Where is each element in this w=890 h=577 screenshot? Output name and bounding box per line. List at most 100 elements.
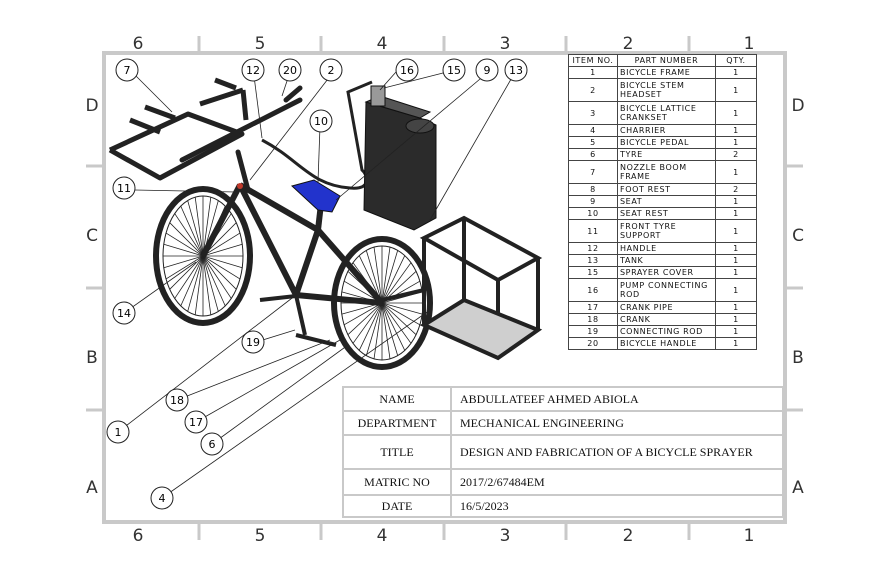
bom-qty: 1 (715, 325, 757, 338)
bom-qty: 1 (715, 242, 757, 255)
tank (363, 85, 437, 231)
balloon-circle (106, 420, 130, 444)
spoke (174, 213, 204, 257)
balloon-label: 13 (509, 64, 523, 77)
bom-part-number: FRONT TYRE SUPPORT (617, 219, 716, 243)
zone-row-left-B: B (86, 348, 98, 368)
bom-item-no: 2 (568, 78, 618, 102)
bom-item-no: 13 (568, 254, 618, 267)
bom-part-number: SEAT REST (617, 207, 716, 220)
spoke (194, 255, 204, 315)
bom-header-qty: QTY. (715, 54, 757, 67)
zone-col-bottom-1: 1 (743, 526, 755, 546)
balloon-circle (184, 410, 208, 434)
spoke (381, 302, 412, 344)
bom-qty: 1 (715, 124, 757, 137)
name-label: NAME (342, 386, 452, 412)
department-value: MECHANICAL ENGINEERING (450, 410, 784, 436)
bom-part-number: CRANK PIPE (617, 301, 716, 314)
zone-row-right-D: D (791, 96, 805, 116)
zone-row-right-A: A (792, 478, 804, 498)
title-value: DESIGN AND FABRICATION OF A BICYCLE SPRA… (450, 434, 784, 470)
bom-part-number: PUMP CONNECTING ROD (617, 278, 716, 302)
title-block-row: MATRIC NO 2017/2/67484EM (342, 468, 784, 496)
bom-qty: 1 (715, 254, 757, 267)
name-value: ABDULLATEEF AHMED ABIOLA (450, 386, 784, 412)
zone-col-top-5: 5 (254, 34, 266, 54)
headset-marker (237, 183, 243, 189)
bom-part-number: TYRE (617, 148, 716, 161)
date-label: DATE (342, 494, 452, 518)
nozzle-boom-frame (108, 77, 249, 181)
matric-label: MATRIC NO (342, 468, 452, 496)
bom-part-number: BICYCLE STEM HEADSET (617, 78, 716, 102)
zone-col-bottom-2: 2 (622, 526, 634, 546)
spoke (163, 243, 204, 257)
bom-part-number: BICYCLE LATTICE CRANKSET (617, 101, 716, 125)
bom-item-no: 4 (568, 124, 618, 137)
balloon-label: 11 (117, 182, 131, 195)
spoke (169, 222, 204, 257)
zone-ticks (86, 36, 803, 540)
bom-item-no: 10 (568, 207, 618, 220)
balloon-label: 15 (447, 64, 461, 77)
bom-item-no: 3 (568, 101, 618, 125)
spoke (365, 302, 383, 356)
balloon-label: 2 (328, 64, 335, 77)
crank-assembly (259, 294, 337, 347)
bom-item-no: 12 (568, 242, 618, 255)
balloon-label: 4 (159, 492, 166, 505)
spoke (202, 255, 226, 307)
bom-part-number: HANDLE (617, 242, 716, 255)
spoke (202, 255, 243, 269)
spoke (174, 255, 204, 299)
zone-row-right-C: C (792, 226, 804, 246)
spoke (343, 302, 383, 326)
balloon-circle (150, 486, 174, 510)
spoke (381, 255, 406, 304)
bom-part-number: CRANK (617, 313, 716, 326)
bom-qty: 1 (715, 78, 757, 102)
spoke (352, 302, 383, 344)
handle-bar (179, 85, 303, 193)
bom-item-no: 9 (568, 195, 618, 208)
balloon-circle (309, 109, 333, 133)
bom-part-number: BICYCLE PEDAL (617, 136, 716, 149)
bom-qty: 1 (715, 301, 757, 314)
date-value: 16/5/2023 (450, 494, 784, 518)
spoke (373, 247, 383, 304)
bom-item-no: 6 (568, 148, 618, 161)
seat (290, 179, 341, 213)
balloon-label: 14 (117, 307, 131, 320)
department-label: DEPARTMENT (342, 410, 452, 436)
balloon-label: 12 (246, 64, 260, 77)
bom-item-no: 5 (568, 136, 618, 149)
bom-part-number: CHARRIER (617, 124, 716, 137)
balloon-circle (504, 58, 528, 82)
title-block: NAME ABDULLATEEF AHMED ABIOLA DEPARTMENT… (342, 386, 784, 518)
bicycle-frame (200, 182, 385, 306)
hose (261, 80, 373, 190)
bom-qty: 1 (715, 337, 757, 350)
zone-col-bottom-6: 6 (132, 526, 144, 546)
bom-qty: 1 (715, 136, 757, 149)
spoke (381, 302, 423, 315)
bom-part-number: CONNECTING ROD (617, 325, 716, 338)
spoke (365, 250, 383, 304)
bom-qty: 1 (715, 195, 757, 208)
balloon-label: 10 (314, 115, 328, 128)
balloon-label: 1 (115, 426, 122, 439)
balloon-label: 20 (283, 64, 297, 77)
bom-qty: 1 (715, 101, 757, 125)
